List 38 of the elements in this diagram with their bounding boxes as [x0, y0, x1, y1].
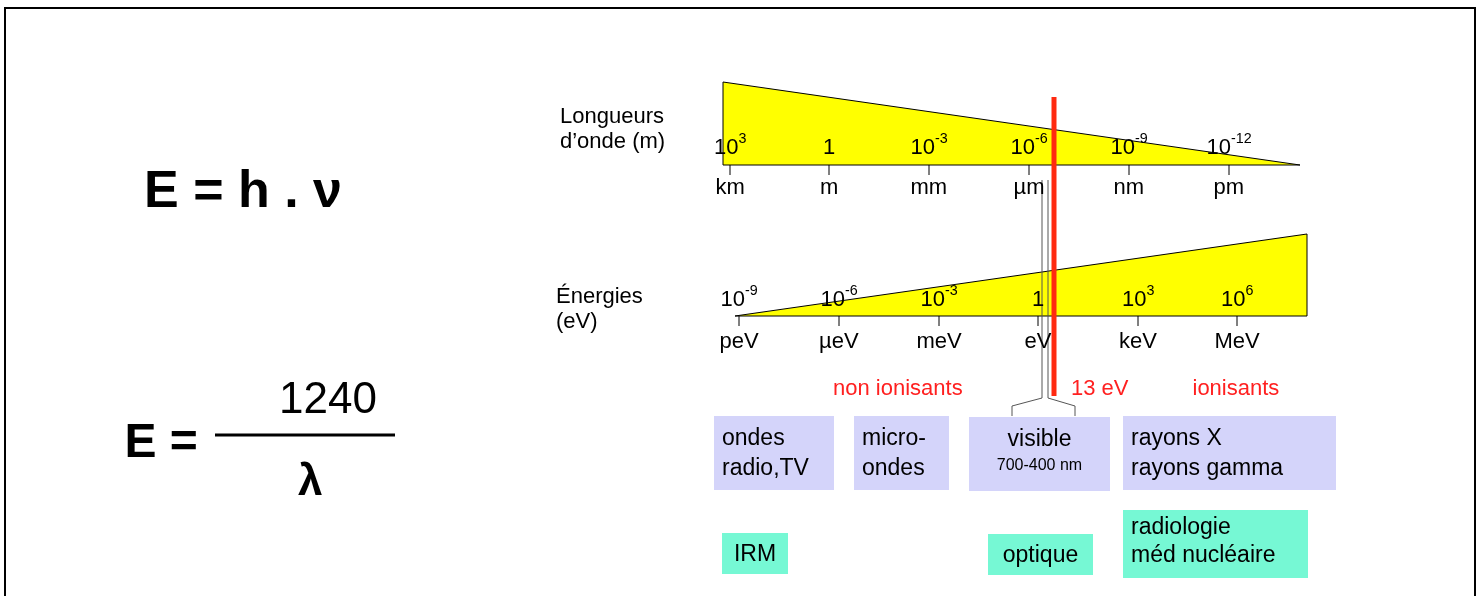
- scale-value: 1: [823, 133, 836, 159]
- application-box: radiologie méd nucléaire: [1123, 510, 1308, 578]
- unit-label: pm: [1213, 173, 1245, 199]
- scale-value: 10$^{-12}$: [1206, 133, 1252, 159]
- unit-label: µeV: [819, 327, 859, 353]
- radiation-box: visible 700-400 nm: [969, 417, 1110, 491]
- unit-label: keV: [1119, 327, 1157, 353]
- unit-label: µm: [1013, 173, 1045, 199]
- scale-value: 10$^{3}$: [1122, 285, 1155, 311]
- axis-title: Énergies (eV): [556, 282, 644, 334]
- region-label: non ionisants: [833, 374, 963, 400]
- radiation-box: rayons X rayons gamma: [1123, 416, 1336, 490]
- unit-label: peV: [719, 327, 759, 353]
- scale-value: 10$^{6}$: [1221, 285, 1254, 311]
- scale-value: 10$^{-3}$: [910, 133, 948, 159]
- application-box: optique: [988, 534, 1093, 575]
- unit-label: m: [820, 173, 839, 199]
- scale-value: 10$^{-9}$: [720, 285, 758, 311]
- unit-label: meV: [916, 327, 962, 353]
- region-label: ionisants: [1192, 374, 1280, 400]
- radiation-box: micro- ondes: [854, 416, 949, 490]
- formula: E =: [124, 412, 198, 468]
- axis-title: Longueurs d’onde (m): [560, 102, 667, 154]
- unit-label: MeV: [1214, 327, 1260, 353]
- formula: E = h . ν: [144, 160, 342, 220]
- unit-label: nm: [1113, 173, 1145, 199]
- scale-value: 10$^{-3}$: [920, 285, 958, 311]
- unit-label: mm: [910, 173, 948, 199]
- unit-label: km: [715, 173, 745, 199]
- scale-value: 10$^{-9}$: [1110, 133, 1148, 159]
- scale-value: 1: [1032, 285, 1045, 311]
- formula-denominator: λ: [298, 454, 323, 506]
- radiation-box: ondes radio,TV: [714, 416, 834, 490]
- formula-numerator: 1240: [279, 372, 377, 424]
- scale-value: 10$^{-6}$: [1010, 133, 1048, 159]
- unit-label: eV: [1024, 327, 1052, 353]
- application-box: IRM: [722, 533, 788, 574]
- threshold-label: 13 eV: [1071, 374, 1129, 400]
